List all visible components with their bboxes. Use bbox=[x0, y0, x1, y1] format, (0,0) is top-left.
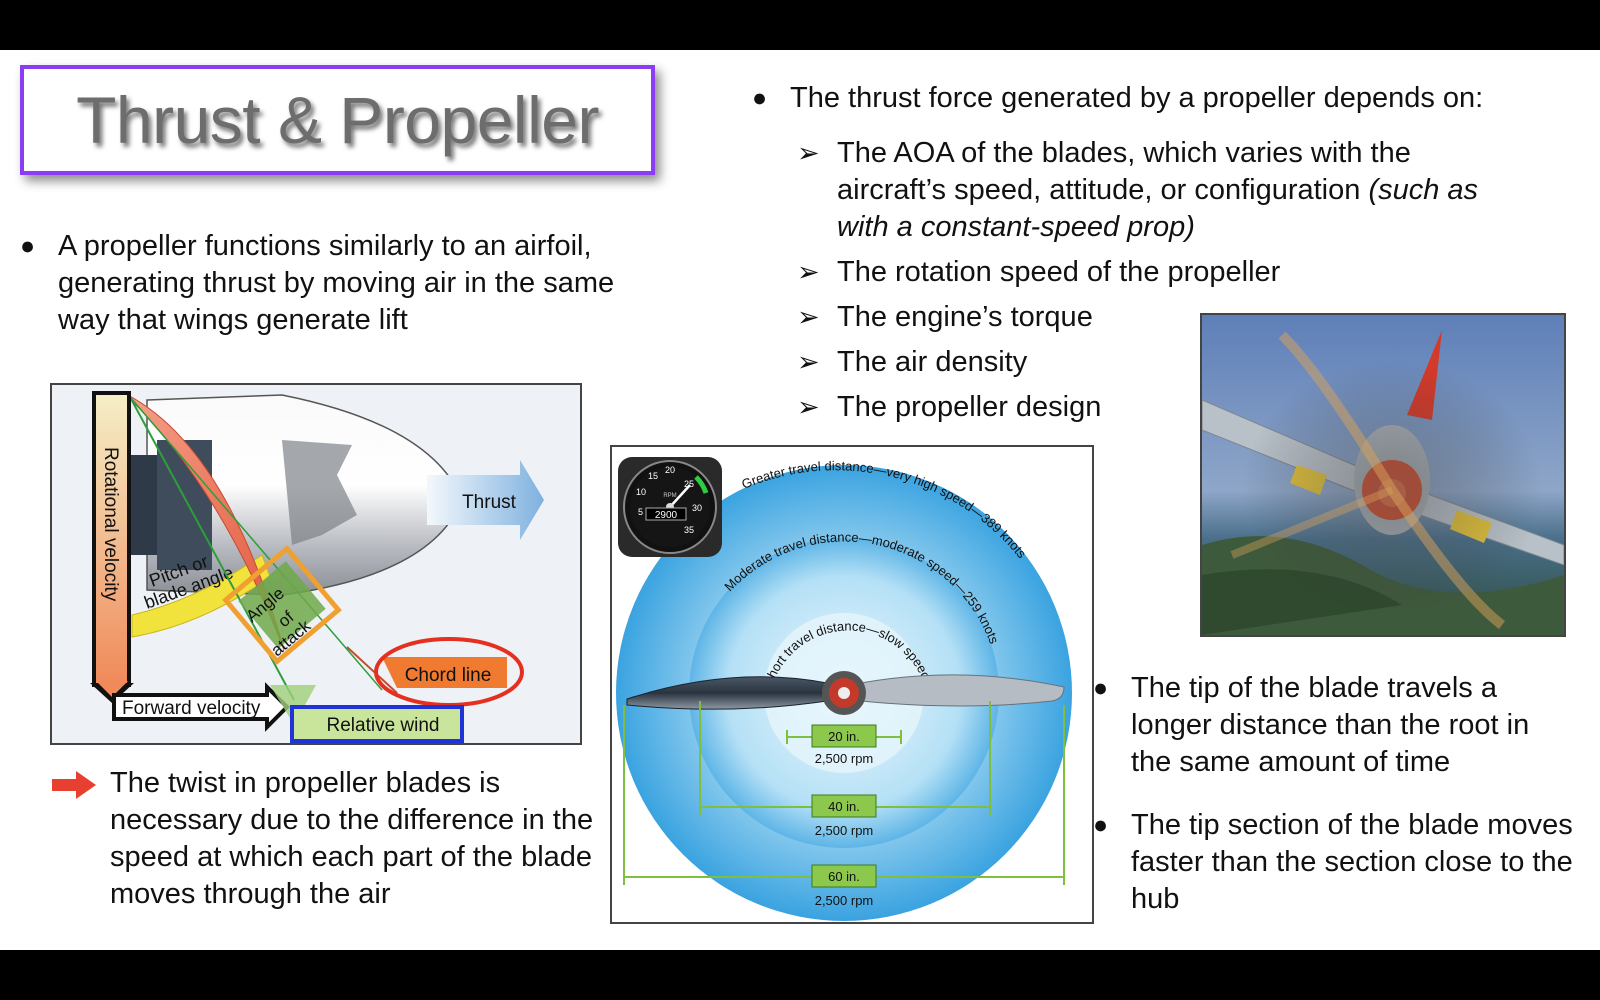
factor-aoa-text: The AOA of the blades, which varies with… bbox=[837, 137, 1411, 206]
rotational-velocity-label: Rotational velocity bbox=[100, 447, 121, 602]
dim-20-label: 20 in. bbox=[828, 729, 860, 744]
blade-speed-diagram: Greater travel distance—very high speed—… bbox=[610, 445, 1094, 924]
arrowhead-icon: ➢ bbox=[797, 257, 820, 287]
thrust-label: Thrust bbox=[462, 492, 517, 513]
aircraft-illustration bbox=[1202, 315, 1564, 635]
bullet-dot-icon: ● bbox=[752, 84, 768, 112]
tach-counter: 2900 bbox=[655, 510, 678, 521]
tach-tick-15: 15 bbox=[648, 471, 658, 481]
tachometer: 2900 RPM 5 10 15 20 25 30 35 bbox=[618, 457, 722, 557]
chord-line-label: Chord line bbox=[405, 665, 492, 686]
arrowhead-icon: ➢ bbox=[797, 392, 820, 422]
tach-tick-25: 25 bbox=[684, 479, 694, 489]
factor-design-text: The propeller design bbox=[837, 391, 1102, 423]
blade-angle-diagram: Thrust Pitch or blade angle Angle of att… bbox=[50, 383, 582, 745]
factor-rotation-text: The rotation speed of the propeller bbox=[837, 256, 1281, 288]
rpm-40-label: 2,500 rpm bbox=[815, 823, 874, 838]
factor-rotation: ➢ The rotation speed of the propeller bbox=[797, 254, 1582, 291]
factor-aoa-italic: (such as with a constant-speed prop) bbox=[837, 174, 1479, 243]
arrowhead-icon: ➢ bbox=[797, 138, 820, 168]
dim-60-label: 60 in. bbox=[828, 869, 860, 884]
dim-40-label: 40 in. bbox=[828, 799, 860, 814]
factor-torque: ➢ The engine’s torque bbox=[797, 299, 1582, 336]
blade-tip-bullets: ● The tip of the blade travels a longer … bbox=[1093, 670, 1573, 918]
forward-velocity-label: Forward velocity bbox=[122, 698, 261, 719]
factor-aoa: ➢ The AOA of the blades, which varies wi… bbox=[797, 135, 1497, 246]
factor-torque-text: The engine’s torque bbox=[837, 301, 1093, 333]
arrowhead-icon: ➢ bbox=[797, 347, 820, 377]
twist-note-text: The twist in propeller blades is necessa… bbox=[110, 767, 594, 910]
arrowhead-icon: ➢ bbox=[797, 302, 820, 332]
factor-density-text: The air density bbox=[837, 346, 1028, 378]
left-bullet: ● A propeller functions similarly to an … bbox=[20, 228, 640, 339]
right-arrow-icon bbox=[52, 765, 110, 913]
twist-note: The twist in propeller blades is necessa… bbox=[52, 765, 600, 913]
left-bullet-text: A propeller functions similarly to an ai… bbox=[58, 230, 615, 336]
tach-tick-20: 20 bbox=[665, 465, 675, 475]
bullet-dot-icon: ● bbox=[20, 232, 36, 260]
tip-distance-text: The tip of the blade travels a longer di… bbox=[1131, 672, 1530, 778]
blade-speed-svg: Greater travel distance—very high speed—… bbox=[612, 447, 1092, 922]
tach-tick-35: 35 bbox=[684, 525, 694, 535]
tach-tick-10: 10 bbox=[636, 487, 646, 497]
title-box: Thrust & Propeller bbox=[20, 65, 655, 175]
tach-tick-30: 30 bbox=[692, 503, 702, 513]
thrust-factors: ● The thrust force generated by a propel… bbox=[752, 80, 1582, 426]
blade-angle-svg: Thrust Pitch or blade angle Angle of att… bbox=[52, 385, 580, 743]
rpm-60-label: 2,500 rpm bbox=[815, 893, 874, 908]
slide: Thrust & Propeller ● A propeller functio… bbox=[0, 50, 1600, 950]
factor-design: ➢ The propeller design bbox=[797, 389, 1582, 426]
tach-tick-5: 5 bbox=[638, 507, 643, 517]
factor-density: ➢ The air density bbox=[797, 344, 1582, 381]
page-title: Thrust & Propeller bbox=[76, 83, 599, 157]
thrust-intro: The thrust force generated by a propelle… bbox=[790, 82, 1484, 114]
bullet-dot-icon: ● bbox=[1093, 811, 1109, 839]
bullet-dot-icon: ● bbox=[1093, 674, 1109, 702]
tip-speed-text: The tip section of the blade moves faste… bbox=[1131, 809, 1573, 915]
aircraft-photo bbox=[1200, 313, 1566, 637]
relative-wind-label: Relative wind bbox=[327, 715, 440, 736]
tach-label: RPM bbox=[663, 493, 676, 499]
rpm-20-label: 2,500 rpm bbox=[815, 751, 874, 766]
